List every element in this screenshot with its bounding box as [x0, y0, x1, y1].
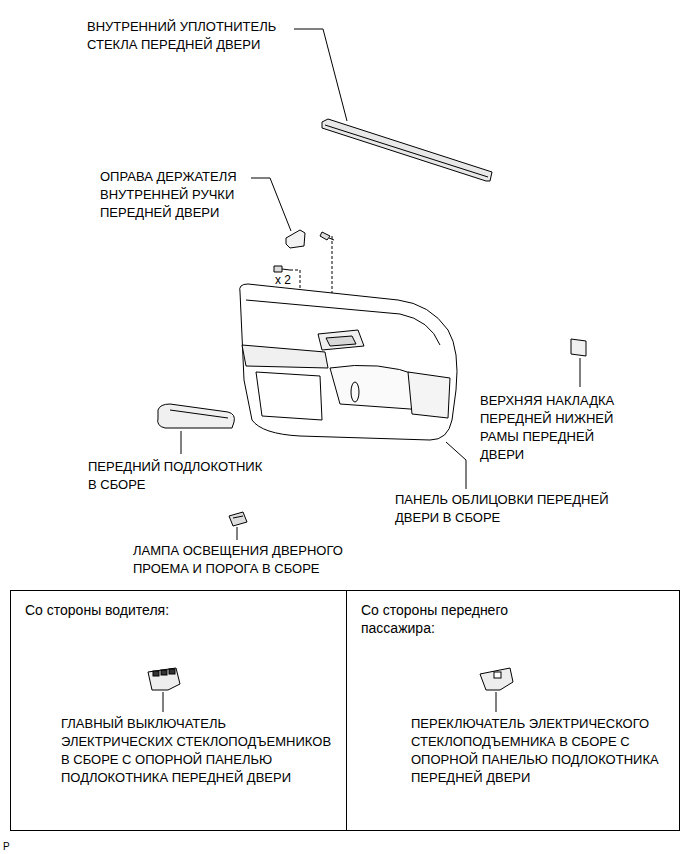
side-panel: Со стороны водителя: ГЛАВНЫЙ ВЫКЛЮЧАТЕЛЬ …: [10, 590, 347, 831]
part-name: ПАНЕЛЬ ОБЛИЦОВКИ ПЕРЕДНЕЙ ДВЕРИ В СБОРЕ: [395, 491, 630, 527]
part-name: ПЕРЕКЛЮЧАТЕЛЬ ЭЛЕКТРИЧЕСКОГО СТЕКЛОПОДЪЕ…: [411, 715, 663, 787]
leader-lines: [163, 29, 580, 712]
quantity-note: x 2: [275, 271, 305, 289]
part-name: ВНУТРЕННИЙ УПЛОТНИТЕЛЬ СТЕКЛА ПЕРЕДНЕЙ Д…: [87, 18, 302, 54]
side-panel: Со стороны переднего пассажира: ПЕРЕКЛЮЧА…: [346, 590, 680, 831]
part-name: ЛАМПА ОСВЕЩЕНИЯ ДВЕРНОГО ПРОЕМА И ПОРОГА…: [133, 542, 355, 578]
figure-code: P: [3, 838, 23, 854]
panel-heading: Со стороны переднего пассажира:: [361, 601, 551, 637]
part-name: ВЕРХНЯЯ НАКЛАДКА ПЕРЕДНЕЙ НИЖНЕЙ РАМЫ ПЕ…: [480, 392, 638, 464]
part-name: ГЛАВНЫЙ ВЫКЛЮЧАТЕЛЬ ЭЛЕКТРИЧЕСКИХ СТЕКЛО…: [61, 715, 341, 787]
panel-heading: Со стороны водителя:: [25, 601, 325, 619]
part-name: ПЕРЕДНИЙ ПОДЛОКОТНИК В СБОРЕ: [88, 458, 273, 494]
part-name: ОПРАВА ДЕРЖАТЕЛЯ ВНУТРЕННЕЙ РУЧКИ ПЕРЕДН…: [100, 168, 255, 222]
